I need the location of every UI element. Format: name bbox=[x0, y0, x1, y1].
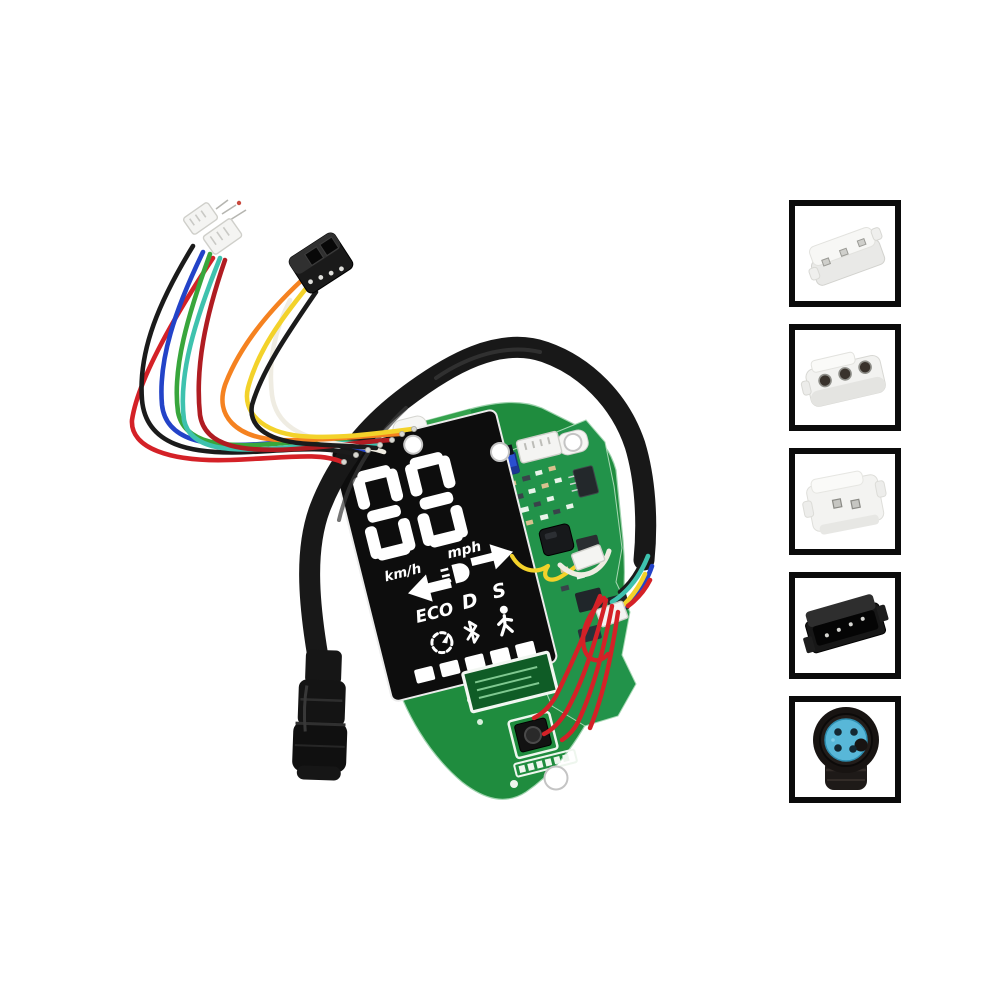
via-bottom bbox=[510, 780, 518, 788]
power-barrel-connector bbox=[292, 649, 348, 781]
bluetooth-icon bbox=[463, 620, 480, 644]
thumbnail-round-power-connector[interactable] bbox=[789, 696, 901, 803]
mode-drive-label: D bbox=[460, 589, 481, 614]
thumbnail-black-4-pin-connector[interactable] bbox=[789, 572, 901, 679]
black-data-connector bbox=[288, 232, 354, 294]
cruise-icon bbox=[430, 631, 454, 655]
round-power-connector-image bbox=[813, 707, 879, 790]
oled-footprint bbox=[461, 650, 559, 714]
mid-white-connector bbox=[571, 544, 606, 571]
crimp-pins bbox=[215, 199, 247, 221]
inductor bbox=[538, 523, 575, 557]
mode-sport-label: S bbox=[490, 579, 509, 604]
thumbnail-clear-2-pin-connector[interactable] bbox=[789, 448, 901, 555]
right-arrow-icon bbox=[470, 544, 514, 570]
speed-digits: 88 bbox=[352, 452, 468, 561]
pcb-hole-bottom bbox=[543, 765, 569, 791]
harness-wires bbox=[129, 243, 417, 465]
thumbnail-clear-3-pin-connector[interactable] bbox=[789, 200, 901, 307]
power-cable bbox=[299, 336, 657, 668]
black-4-pin-connector-image bbox=[803, 594, 889, 654]
white-header-connector bbox=[515, 430, 563, 464]
battery-gauge bbox=[414, 640, 537, 684]
wire-tips bbox=[340, 425, 417, 465]
white-jst-connectors bbox=[182, 199, 247, 255]
clear-3-pin-connector-image bbox=[808, 226, 886, 286]
left-arrow-icon bbox=[408, 574, 452, 602]
thumbnail-white-3-hole-connector[interactable] bbox=[789, 324, 901, 431]
clear-2-pin-connector-image bbox=[802, 470, 887, 535]
power-button[interactable] bbox=[507, 710, 559, 760]
white-3-hole-connector-image bbox=[800, 351, 886, 407]
pedestrian-icon bbox=[497, 605, 514, 637]
mount-hole bbox=[563, 432, 583, 452]
pcb-hole-top-right bbox=[490, 442, 510, 462]
display-mount-hole bbox=[403, 434, 424, 455]
ic-chip bbox=[568, 465, 599, 498]
pcb-bottom-details bbox=[461, 650, 578, 791]
red-wires bbox=[531, 593, 629, 743]
